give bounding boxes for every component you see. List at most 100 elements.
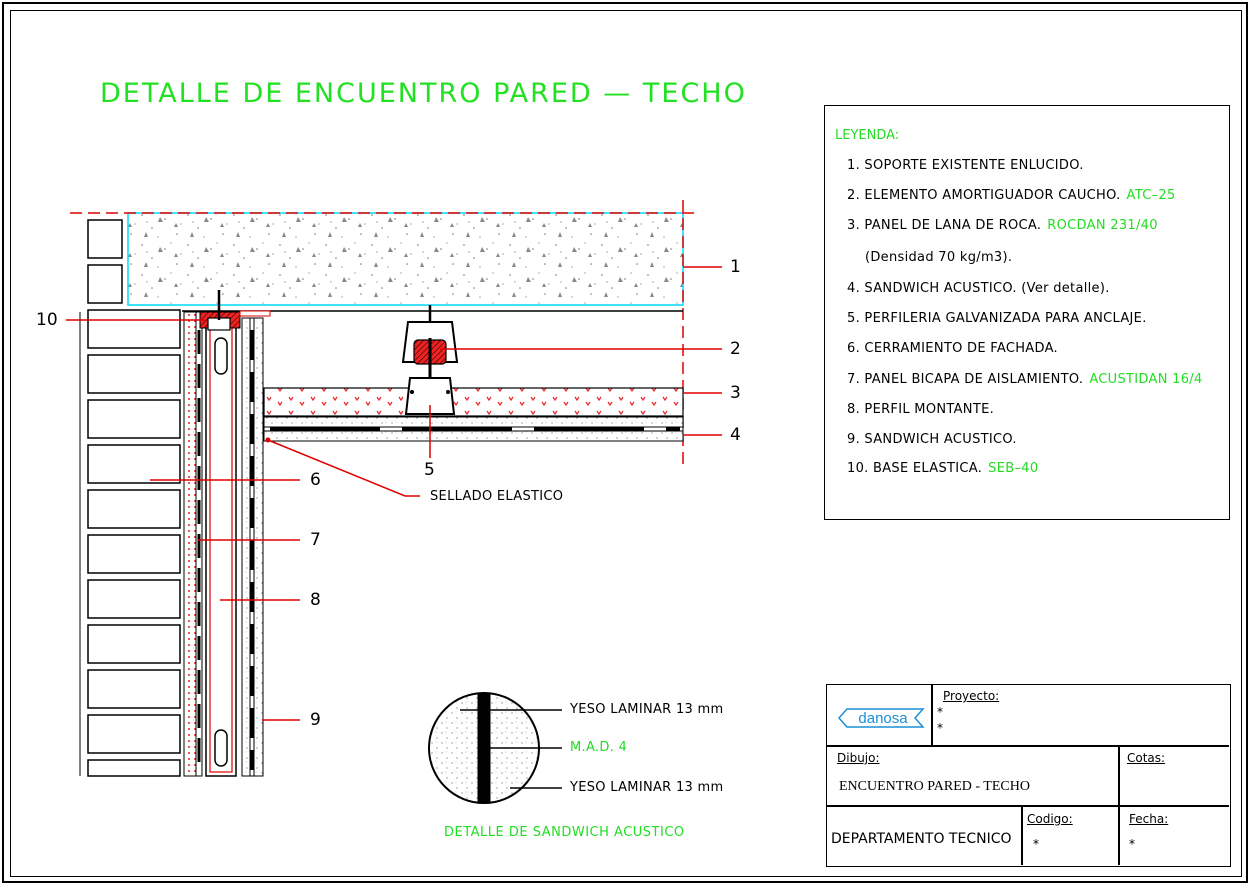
brick bbox=[87, 444, 181, 484]
tb-divider bbox=[1021, 805, 1023, 865]
legend-item: 9. SANDWICH ACUSTICO. bbox=[847, 432, 1017, 447]
legend-item-text: 5. PERFILERIA GALVANIZADA PARA ANCLAJE. bbox=[847, 311, 1147, 326]
legend-item-product: ACUSTIDAN 16/4 bbox=[1089, 372, 1203, 387]
rockwool-panel bbox=[263, 387, 684, 417]
legend-item: 1. SOPORTE EXISTENTE ENLUCIDO. bbox=[847, 158, 1084, 173]
ceiling-gypsum-upper bbox=[263, 416, 684, 428]
brick-wall bbox=[87, 219, 181, 777]
legend-item-text: 2. ELEMENTO AMORTIGUADOR CAUCHO. bbox=[847, 188, 1121, 203]
legend-item-product: ATC–25 bbox=[1126, 188, 1176, 203]
inner-frame bbox=[10, 10, 1242, 877]
edge-track bbox=[239, 310, 271, 317]
callout-5: 5 bbox=[424, 460, 435, 480]
legend-box: LEYENDA: 1. SOPORTE EXISTENTE ENLUCIDO. … bbox=[824, 105, 1230, 520]
legend-heading: LEYENDA: bbox=[835, 128, 900, 143]
legend-item: 2. ELEMENTO AMORTIGUADOR CAUCHO. ATC–25 bbox=[847, 188, 1176, 203]
gypsum-board-inner bbox=[241, 317, 251, 777]
legend-item-text: (Densidad 70 kg/m3). bbox=[865, 250, 1013, 265]
danosa-logo: danosa bbox=[837, 708, 925, 728]
brick bbox=[87, 759, 181, 777]
wall-lining bbox=[183, 311, 264, 777]
ceiling-gypsum-lower bbox=[263, 430, 684, 442]
screw bbox=[410, 390, 414, 394]
brick bbox=[87, 534, 181, 574]
callout-9: 9 bbox=[310, 710, 321, 730]
legend-item-text: 9. SANDWICH ACUSTICO. bbox=[847, 432, 1017, 447]
tb-divider bbox=[827, 745, 1229, 747]
legend-item-product: ROCDAN 231/40 bbox=[1047, 218, 1158, 233]
legend-item-text: 3. PANEL DE LANA DE ROCA. bbox=[847, 218, 1042, 233]
brick bbox=[87, 489, 181, 529]
sandwich-detail bbox=[428, 692, 562, 804]
brick bbox=[87, 669, 181, 709]
brick bbox=[87, 264, 123, 304]
insulation-bicapa bbox=[183, 311, 197, 777]
legend-item: 7. PANEL BICAPA DE AISLAMIENTO. ACUSTIDAN… bbox=[847, 372, 1203, 387]
legend-item-text: 8. PERFIL MONTANTE. bbox=[847, 402, 995, 417]
brick bbox=[87, 624, 181, 664]
legend-item: 5. PERFILERIA GALVANIZADA PARA ANCLAJE. bbox=[847, 311, 1147, 326]
logo-text: danosa bbox=[858, 710, 908, 727]
departamento-label: DEPARTAMENTO TECNICO bbox=[831, 831, 1012, 847]
drawing-title: DETALLE DE ENCUENTRO PARED — TECHO bbox=[100, 78, 747, 109]
callout-3: 3 bbox=[730, 383, 741, 403]
codigo-label: Codigo: bbox=[1027, 812, 1073, 826]
tb-divider bbox=[931, 685, 933, 745]
brick bbox=[87, 309, 181, 349]
brick bbox=[87, 399, 181, 439]
title-block: danosa Proyecto: * * Dibujo: ENCUENTRO P… bbox=[826, 684, 1231, 867]
ceiling-sandwich bbox=[263, 416, 684, 442]
stud-profile bbox=[205, 321, 237, 777]
proyecto-line-1: * bbox=[937, 705, 943, 719]
legend-item-text: 4. SANDWICH ACUSTICO. (Ver detalle). bbox=[847, 281, 1110, 296]
sandwich-detail-title: DETALLE DE SANDWICH ACUSTICO bbox=[444, 825, 685, 840]
sandwich-label-mid: M.A.D. 4 bbox=[570, 740, 628, 755]
fecha-label: Fecha: bbox=[1129, 812, 1169, 826]
legend-item-product: SEB–40 bbox=[988, 461, 1039, 476]
leader-sellado bbox=[267, 439, 420, 497]
legend-item-text: 10. BASE ELASTICA. bbox=[847, 461, 983, 476]
legend-item: 3. PANEL DE LANA DE ROCA. ROCDAN 231/40 bbox=[847, 218, 1158, 233]
callout-2: 2 bbox=[730, 339, 741, 359]
codigo-value: * bbox=[1033, 837, 1039, 851]
stud-slot bbox=[214, 337, 228, 375]
callout-4: 4 bbox=[730, 425, 741, 445]
legend-item: 10. BASE ELASTICA. SEB–40 bbox=[847, 461, 1038, 476]
elastic-base bbox=[199, 290, 271, 331]
tb-divider bbox=[827, 805, 1229, 807]
legend-item-text: 1. SOPORTE EXISTENTE ENLUCIDO. bbox=[847, 158, 1084, 173]
proyecto-label: Proyecto: bbox=[943, 689, 1000, 703]
ceiling-hanger bbox=[401, 305, 459, 415]
concrete-slab bbox=[127, 212, 684, 306]
callout-1: 1 bbox=[730, 257, 741, 277]
legend-item: (Densidad 70 kg/m3). bbox=[865, 250, 1012, 265]
stud-slot bbox=[214, 729, 228, 767]
callout-leaders bbox=[66, 266, 722, 721]
sandwich-label-top: YESO LAMINAR 13 mm bbox=[570, 702, 724, 717]
callout-10: 10 bbox=[36, 310, 58, 330]
detail-gypsum-right bbox=[490, 693, 539, 803]
legend-item-text: 6. CERRAMIENTO DE FACHADA. bbox=[847, 341, 1058, 356]
callout-6: 6 bbox=[310, 470, 321, 490]
legend-item-text: 7. PANEL BICAPA DE AISLAMIENTO. bbox=[847, 372, 1084, 387]
gypsum-board-outer bbox=[253, 317, 264, 777]
sellado-point bbox=[265, 437, 271, 443]
legend-item: 8. PERFIL MONTANTE. bbox=[847, 402, 994, 417]
legend-item: 4. SANDWICH ACUSTICO. (Ver detalle). bbox=[847, 281, 1110, 296]
brick bbox=[87, 219, 123, 259]
brick bbox=[87, 579, 181, 619]
fecha-value: * bbox=[1129, 837, 1135, 851]
brick bbox=[87, 714, 181, 754]
channel-profile bbox=[404, 377, 456, 415]
dibujo-value: ENCUENTRO PARED - TECHO bbox=[839, 779, 1030, 794]
detail-mad bbox=[478, 693, 490, 803]
proyecto-line-2: * bbox=[937, 721, 943, 735]
screw bbox=[446, 390, 450, 394]
dibujo-label: Dibujo: bbox=[837, 751, 880, 765]
brick bbox=[87, 354, 181, 394]
callout-7: 7 bbox=[310, 530, 321, 550]
sellado-label: SELLADO ELASTICO bbox=[430, 489, 564, 504]
